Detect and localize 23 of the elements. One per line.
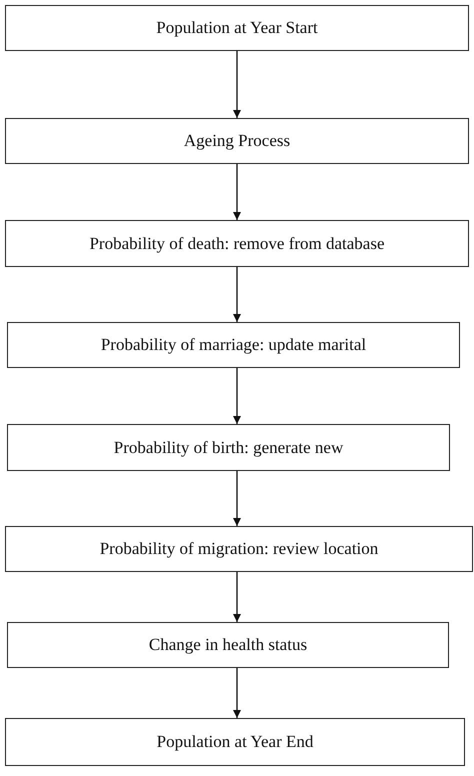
box-label: Population at Year End	[156, 732, 314, 752]
process-box	[5, 526, 473, 572]
box-label: Probability of migration: review location	[100, 539, 378, 559]
process-box	[5, 118, 469, 164]
process-box	[5, 5, 469, 51]
arrow	[233, 368, 241, 424]
box-label: Probability of marriage: update marital	[100, 335, 366, 355]
box-label: Population at Year Start	[156, 18, 318, 38]
process-box	[7, 322, 460, 368]
box-label: Probability of death: remove from database	[89, 234, 385, 254]
arrow	[233, 572, 241, 622]
arrow	[233, 164, 241, 220]
arrow	[233, 267, 241, 322]
box-label: Probability of birth: generate new	[114, 438, 344, 458]
process-box	[7, 424, 450, 471]
box-label: Change in health status	[148, 635, 308, 655]
process-box	[5, 220, 469, 267]
arrow	[233, 471, 241, 526]
box-label: Ageing Process	[184, 131, 290, 151]
arrow	[233, 668, 241, 718]
process-box	[7, 622, 449, 668]
arrow	[233, 51, 241, 118]
process-box	[5, 718, 465, 766]
